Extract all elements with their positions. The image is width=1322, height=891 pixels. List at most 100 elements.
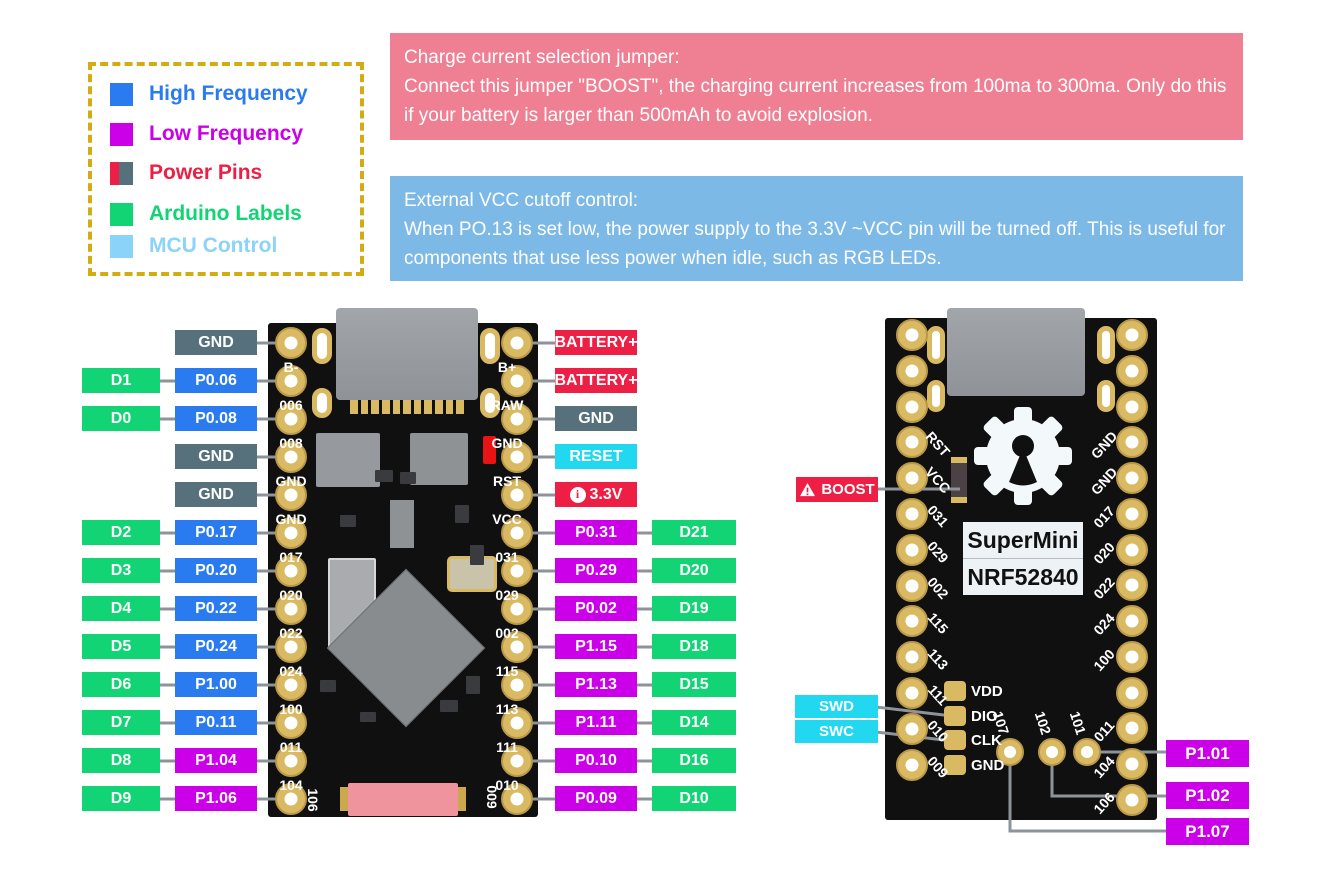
- silk-label: 111: [496, 739, 518, 755]
- arduino-label: D1: [82, 368, 160, 393]
- arduino-label: D7: [82, 710, 160, 735]
- arduino-label: D21: [652, 520, 736, 545]
- sw-square-pad: [944, 755, 966, 775]
- legend-item-high-frequency: High Frequency: [110, 82, 308, 106]
- pin-label: P0.31: [555, 520, 637, 545]
- pin-label: P1.15: [555, 634, 637, 659]
- arduino-label: D15: [652, 672, 736, 697]
- mount-slot: [927, 380, 945, 412]
- pin-label: P1.13: [555, 672, 637, 697]
- pin-pad: [1116, 497, 1148, 530]
- capacitor: [320, 680, 336, 692]
- sw-pad-label: CLK: [971, 732, 1002, 749]
- pin-pad: [896, 319, 928, 351]
- pin-label: P0.11: [175, 710, 257, 735]
- pin-pad: [275, 327, 307, 359]
- note-title: Charge current selection jumper:: [404, 47, 680, 68]
- arduino-label: D0: [82, 406, 160, 431]
- capacitor: [455, 505, 469, 523]
- legend-box: High Frequency Low Frequency Power Pins …: [88, 62, 364, 276]
- silk-label: RAW: [490, 397, 524, 413]
- high-frequency-swatch: [110, 82, 133, 106]
- arduino-label: D8: [82, 748, 160, 773]
- pin-label: P0.24: [175, 634, 257, 659]
- silk-label: 020: [279, 587, 303, 603]
- pin-label: P1.06: [175, 786, 257, 811]
- legend-label: Power Pins: [149, 161, 263, 184]
- small-component: [390, 500, 414, 548]
- pin-label: P0.10: [555, 748, 637, 773]
- arduino-labels-swatch: [110, 202, 133, 226]
- note-body: When PO.13 is set low, the power supply …: [404, 219, 1226, 269]
- pin-pad: [501, 327, 533, 359]
- silk-label: 029: [495, 587, 519, 603]
- pin-pad: [896, 390, 928, 423]
- mount-slot: [1097, 326, 1115, 364]
- p107-label: P1.07: [1166, 818, 1249, 845]
- legend-item-low-frequency: Low Frequency: [110, 122, 303, 146]
- usb-connector-back: [947, 308, 1085, 396]
- usb-connector: [336, 308, 478, 400]
- boost-label: BOOST: [796, 477, 878, 502]
- silk-label: VCC: [492, 511, 522, 527]
- pin-label: P0.17: [175, 520, 257, 545]
- silk-label: 104: [279, 777, 303, 793]
- pin-pad: [1116, 390, 1148, 423]
- pin-pad: [896, 354, 928, 387]
- swd-label-text: SWD: [819, 698, 854, 715]
- capacitor: [360, 712, 376, 722]
- pin-label: P0.06: [175, 368, 257, 393]
- arduino-label: D9: [82, 786, 160, 811]
- button-pad: [340, 787, 350, 811]
- pin-label: GND: [175, 330, 257, 355]
- pin-label: P0.22: [175, 596, 257, 621]
- silk-label: GND: [275, 473, 307, 489]
- warning-icon: [800, 482, 816, 497]
- mount-slot: [927, 326, 945, 364]
- pin-label: GND: [175, 444, 257, 469]
- mount-slot: [312, 328, 332, 364]
- arduino-label: D14: [652, 710, 736, 735]
- silk-label: 008: [279, 435, 303, 451]
- reset-button: [348, 783, 458, 816]
- silk-label: 106: [305, 788, 321, 812]
- capacitor: [470, 545, 484, 565]
- pin-pad: [896, 569, 928, 602]
- legend-label: High Frequency: [149, 82, 308, 105]
- legend-label: Arduino Labels: [149, 202, 302, 225]
- legend-item-power-pins: Power Pins: [110, 161, 262, 185]
- silk-label: 002: [495, 625, 519, 641]
- note-title: External VCC cutoff control:: [404, 190, 639, 211]
- silk-label: GND: [275, 511, 307, 527]
- info-icon: i: [569, 486, 586, 503]
- power-pins-swatch: [110, 161, 133, 185]
- arduino-label: D20: [652, 558, 736, 583]
- mount-slot: [1097, 380, 1115, 412]
- silk-label: 022: [279, 625, 303, 641]
- pin-pad: [1116, 676, 1148, 709]
- capacitor: [466, 676, 480, 694]
- pin-label: P1.11: [555, 710, 637, 735]
- sw-pad-label: VDD: [971, 683, 1003, 700]
- arduino-label: D6: [82, 672, 160, 697]
- pin-pad: [1116, 569, 1148, 602]
- silk-label: RST: [493, 473, 521, 489]
- chip-name: NRF52840: [967, 564, 1079, 590]
- pin-pad: [896, 426, 928, 459]
- silk-label: 115: [495, 663, 519, 679]
- p101-label-text: P1.01: [1185, 744, 1230, 763]
- capacitor: [340, 515, 356, 527]
- silk-label: 100: [279, 701, 303, 717]
- arduino-label: D3: [82, 558, 160, 583]
- note-vcc-cutoff: External VCC cutoff control: When PO.13 …: [390, 176, 1243, 281]
- pin-pad: [896, 605, 928, 638]
- pin-pad: [896, 533, 928, 566]
- note-body: Connect this jumper "BOOST", the chargin…: [404, 76, 1227, 126]
- pin-pad: [1116, 354, 1148, 387]
- arduino-label: D2: [82, 520, 160, 545]
- pin-pad: [1116, 605, 1148, 638]
- swc-label: SWC: [795, 720, 878, 743]
- silk-label: GND: [491, 435, 523, 451]
